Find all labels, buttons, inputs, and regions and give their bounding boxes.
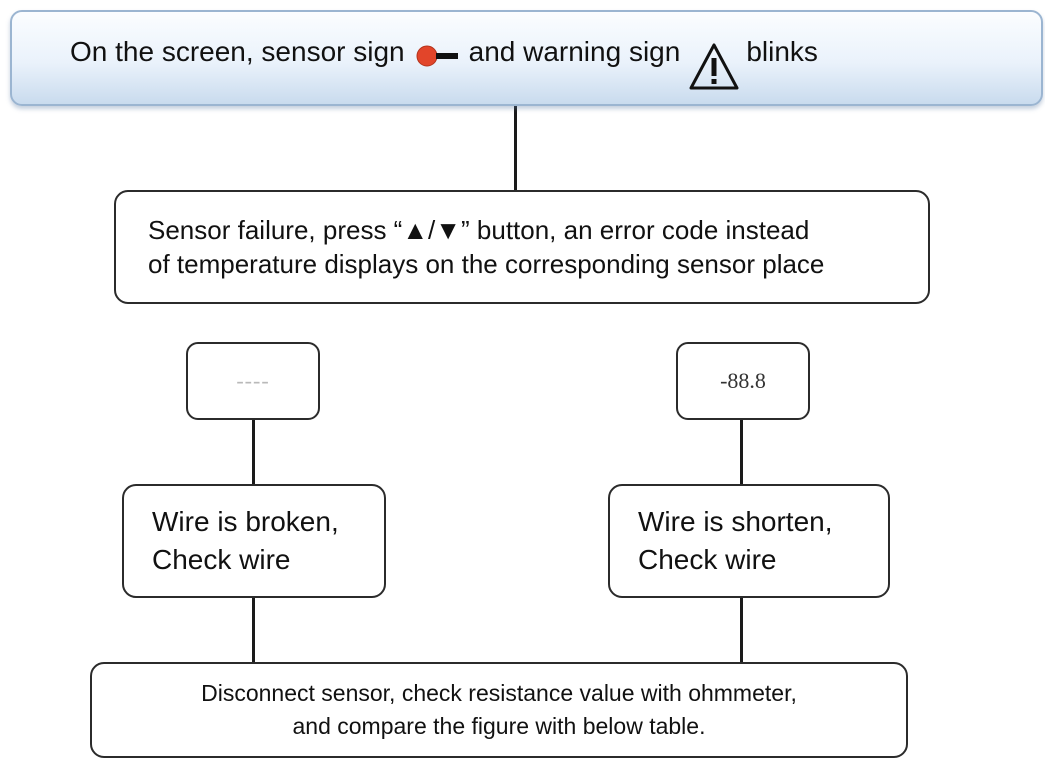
sensor-failure-text: Sensor failure, press “▲/▼” button, an e… [148, 215, 825, 279]
connector-short-code-to-action [740, 420, 743, 484]
banner-text-after: blinks [746, 36, 818, 67]
error-code-broken: ---- [236, 368, 270, 393]
wire-broken-text: Wire is broken, Check wire [152, 506, 339, 575]
banner-text-middle: and warning sign [468, 36, 681, 67]
connector-broken-code-to-action [252, 420, 255, 484]
error-code-short: -88.8 [720, 368, 766, 393]
banner-text-before: On the screen, sensor sign [70, 36, 405, 67]
sensor-failure-box: Sensor failure, press “▲/▼” button, an e… [114, 190, 930, 304]
wire-broken-box: Wire is broken, Check wire [122, 484, 386, 598]
sensor-icon [411, 42, 463, 70]
connector-short-action-to-final [740, 598, 743, 662]
connector-banner-to-failure [514, 106, 517, 190]
wire-shorten-text: Wire is shorten, Check wire [638, 506, 833, 575]
error-code-broken-display: ---- [186, 342, 320, 420]
wire-shorten-box: Wire is shorten, Check wire [608, 484, 890, 598]
connector-broken-action-to-final [252, 598, 255, 662]
error-code-short-display: -88.8 [676, 342, 810, 420]
check-resistance-box: Disconnect sensor, check resistance valu… [90, 662, 908, 758]
warning-triangle-icon [688, 42, 740, 92]
symptom-banner: On the screen, sensor sign and warning s… [10, 10, 1043, 106]
check-resistance-text: Disconnect sensor, check resistance valu… [201, 680, 797, 739]
